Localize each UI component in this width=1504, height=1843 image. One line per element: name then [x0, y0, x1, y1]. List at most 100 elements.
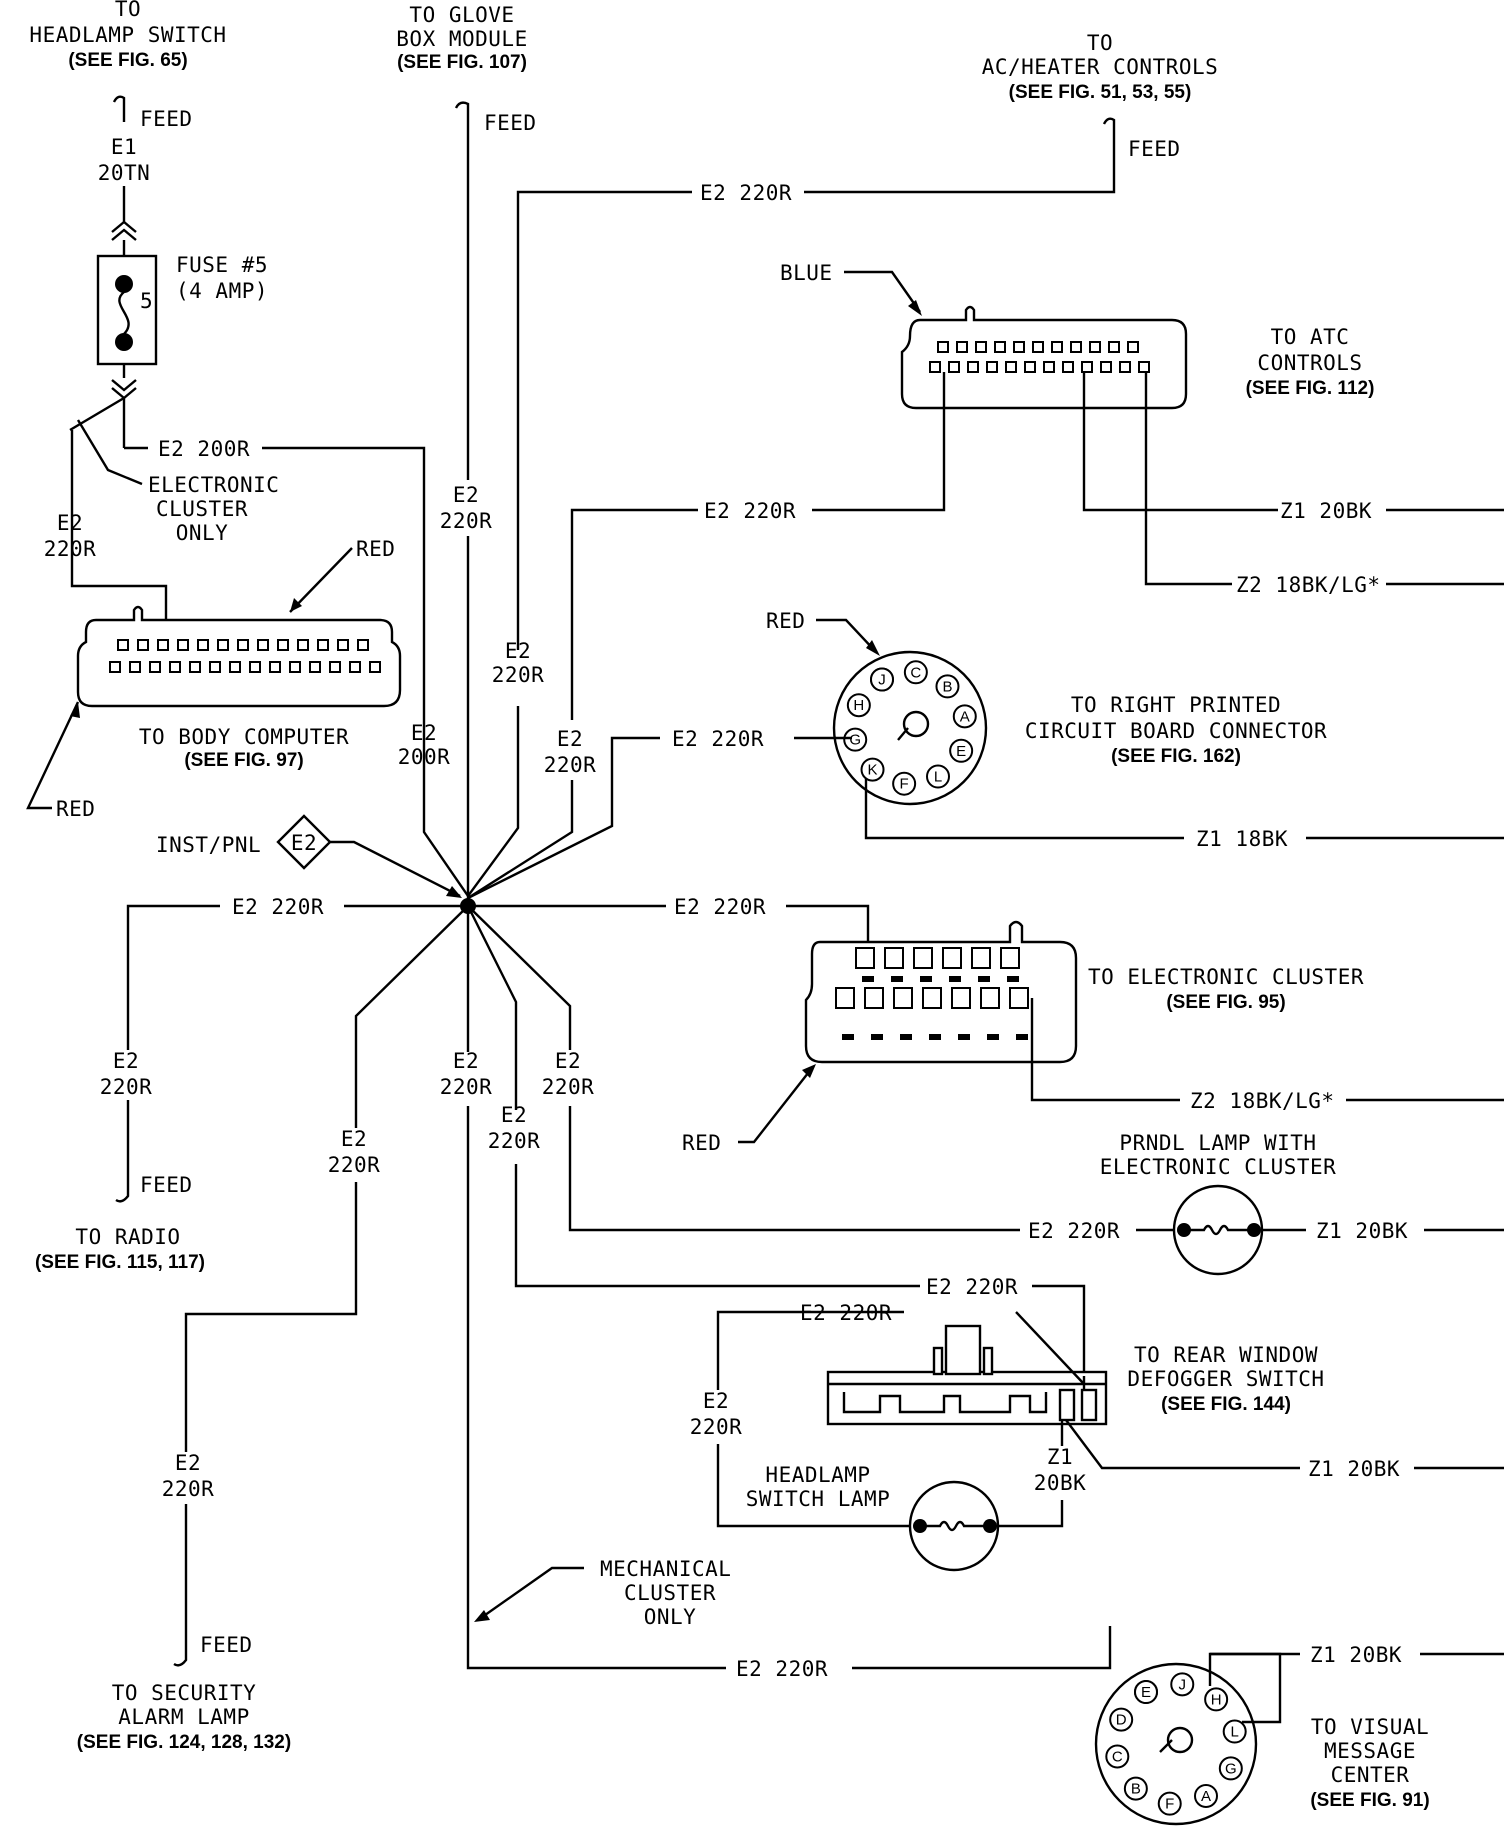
bc-red-leader-bottom [26, 701, 80, 810]
headlamp-ref-label: (SEE FIG. 65) [68, 50, 187, 71]
radio-feed-label: FEED [140, 1173, 193, 1197]
pin-letter: B [942, 678, 952, 695]
connector-pin [1062, 361, 1074, 373]
mechanical-leader [477, 1566, 584, 1621]
connector-pin [1089, 341, 1101, 353]
prndl-line1: PRNDL LAMP WITH [1119, 1131, 1316, 1155]
visual-message-wire [466, 1106, 726, 1670]
fuse-name: FUSE #5 [176, 253, 268, 277]
connector-pin [967, 361, 979, 373]
connector-pin [891, 976, 903, 982]
connector-pin [900, 1034, 912, 1040]
connector-pin [317, 639, 329, 651]
ac-ref-label: (SEE FIG. 51, 53, 55) [1009, 82, 1192, 103]
vmc-line3: CENTER [1331, 1763, 1410, 1787]
connector-pin [257, 639, 269, 651]
splice-e2: INST/PNL E2 [156, 814, 476, 914]
connector-pin [1119, 361, 1131, 373]
connector-pin [958, 1034, 970, 1040]
connector-pin [942, 947, 962, 969]
connector-pin [149, 661, 161, 673]
pin-letter: B [1131, 1781, 1141, 1798]
connector-pin [862, 976, 874, 982]
connector-pin [855, 947, 875, 969]
ec-z2-label: Z2 18BK/LG* [1190, 1089, 1335, 1113]
pin-letter: D [1116, 1712, 1127, 1729]
connector-pin [986, 361, 998, 373]
connector-pin [129, 661, 141, 673]
defog-z1-wire [1065, 1419, 1300, 1470]
connector-pin [1051, 341, 1063, 353]
prndl-wire-e2: E2 [555, 1049, 581, 1073]
defog-z1-label: Z1 20BK [1308, 1457, 1400, 1481]
connector-pin [929, 361, 941, 373]
security-wire [173, 1504, 188, 1667]
connector-pin [109, 661, 121, 673]
atc-pins-bottom [929, 361, 1150, 373]
security-alarm-feed: E2 220R E2 220R FEED TO SECURITY ALARM L… [77, 905, 469, 1753]
connector-pin [337, 639, 349, 651]
electronic-cluster-connector: E2 220R TO ELECTRONIC CLUSTER (SEE FIG. … [468, 895, 1504, 1155]
connector-pin [329, 661, 341, 673]
ac-to-label: TO [1087, 31, 1113, 55]
connector-pin [980, 987, 1000, 1009]
pin-b [1123, 1776, 1148, 1801]
glove-wire-220r: 220R [440, 509, 493, 533]
connector-pin [297, 639, 309, 651]
pcb-ref: (SEE FIG. 162) [1111, 746, 1241, 767]
connector-pin [217, 639, 229, 651]
pin-letter: E [956, 743, 966, 760]
splice-label: INST/PNL [156, 833, 261, 857]
connector-pin [197, 639, 209, 651]
atc-to-label: TO ATC [1271, 325, 1350, 349]
defog-ref: (SEE FIG. 144) [1161, 1394, 1291, 1415]
pin-letter: L [1231, 1724, 1239, 1741]
ac-wire-220r: 220R [492, 663, 545, 687]
ac-name-label: AC/HEATER CONTROLS [982, 55, 1219, 79]
headlamp-switch-feed: TO HEADLAMP SWITCH (SEE FIG. 65) FEED E1… [29, 0, 226, 241]
electronic-only-line3: ONLY [176, 521, 229, 545]
bc-red-leader-top [289, 547, 353, 613]
glove-box-wire [454, 101, 470, 902]
glove-wire-e2: E2 [453, 483, 479, 507]
pcb-e2-wire [467, 736, 660, 900]
ec-ref: (SEE FIG. 95) [1166, 992, 1285, 1013]
connector-pin [929, 1034, 941, 1040]
hl-z1-label: Z1 [1047, 1445, 1073, 1469]
sec-wire-e2-lower: E2 [175, 1451, 201, 1475]
pin-letter: H [853, 697, 864, 714]
pin-letter: G [849, 732, 861, 749]
pin-b [935, 674, 960, 699]
connector-pin [169, 661, 181, 673]
glove-box-feed: TO GLOVE BOX MODULE (SEE FIG. 107) FEED … [396, 3, 536, 902]
electronic-only-leader [76, 419, 143, 486]
connector-pin [209, 661, 221, 673]
fuse-element [118, 291, 130, 335]
connector-pin [309, 661, 321, 673]
pin-letter: J [878, 672, 886, 689]
sec-feed-label: FEED [200, 1633, 253, 1657]
atc-z2-label: Z2 18BK/LG* [1236, 573, 1381, 597]
bc-color-bottom: RED [56, 797, 95, 821]
defog-e2-upper-label: E2 220R [926, 1275, 1018, 1299]
e2-200r-e2: E2 [411, 721, 437, 745]
e2-200r-200r: 200R [398, 745, 451, 769]
prndl-e2-wire [568, 1106, 1020, 1232]
sec-wire-220r-upper: 220R [328, 1153, 381, 1177]
pin-h [1204, 1687, 1229, 1712]
pin-c [1105, 1744, 1130, 1769]
splice-diamond [276, 814, 332, 870]
connector-pin [1070, 341, 1082, 353]
pin-letter: E [1141, 1684, 1151, 1701]
connector-pin [893, 987, 913, 1009]
pin-g [843, 727, 868, 752]
e2-200r-wire [262, 446, 469, 897]
ec-pins [835, 947, 1029, 1040]
radio-ref: (SEE FIG. 115, 117) [35, 1252, 205, 1273]
pin-l [926, 764, 950, 789]
glove-to-label: TO GLOVE [409, 3, 514, 27]
connector-pin [237, 639, 249, 651]
